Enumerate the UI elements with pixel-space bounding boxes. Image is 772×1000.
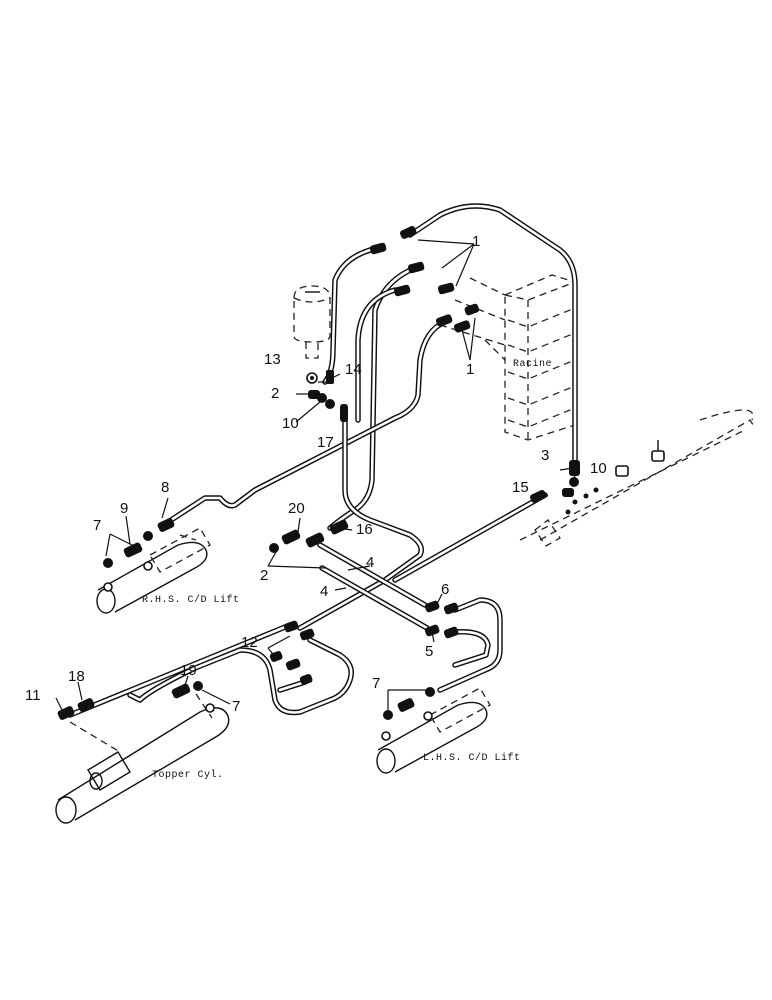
callout-10-right: 10 bbox=[590, 460, 607, 477]
component-labels: Racine R.H.S. C/D Lift L.H.S. C/D Lift T… bbox=[142, 358, 552, 781]
callout-13: 13 bbox=[264, 351, 281, 368]
hose-lines bbox=[67, 203, 578, 718]
rhs-lift-label: R.H.S. C/D Lift bbox=[142, 594, 240, 606]
racine-label: Racine bbox=[513, 358, 552, 370]
callout-11: 11 bbox=[25, 687, 41, 704]
callout-19: 19 bbox=[180, 662, 197, 679]
callout-2-upper: 2 bbox=[271, 385, 279, 402]
callout-8: 8 bbox=[161, 479, 169, 496]
callout-12: 12 bbox=[241, 634, 258, 651]
leader-lines bbox=[55, 239, 576, 711]
callout-2-lower: 2 bbox=[260, 567, 268, 584]
callout-7-topper: 7 bbox=[232, 698, 240, 715]
axle-shaft bbox=[519, 409, 756, 547]
callout-20: 20 bbox=[288, 500, 305, 517]
callout-17: 17 bbox=[317, 434, 334, 451]
hose-fittings bbox=[57, 225, 665, 720]
racine-valve-block bbox=[439, 274, 576, 441]
topper-cylinder bbox=[55, 693, 230, 824]
callout-5: 5 bbox=[425, 643, 433, 660]
lhs-lift-label: L.H.S. C/D Lift bbox=[423, 752, 521, 764]
callout-7-lhs: 7 bbox=[372, 675, 380, 692]
callout-3: 3 bbox=[541, 447, 549, 464]
callout-16: 16 bbox=[356, 521, 373, 538]
reservoir-filter bbox=[293, 285, 331, 359]
callout-9: 9 bbox=[120, 500, 128, 517]
callout-4-right: 4 bbox=[366, 554, 374, 571]
part-callouts: 1 1 13 14 2 10 17 3 10 15 8 9 7 20 16 2 … bbox=[25, 233, 607, 715]
lhs-lift-cylinder bbox=[376, 687, 491, 774]
callout-6: 6 bbox=[441, 581, 449, 598]
callout-1-top: 1 bbox=[472, 233, 480, 250]
callout-10-left: 10 bbox=[282, 415, 299, 432]
callout-1-bottom: 1 bbox=[466, 361, 474, 378]
rhs-lift-cylinder bbox=[96, 527, 211, 614]
callout-14: 14 bbox=[345, 361, 362, 378]
callout-7-rhs: 7 bbox=[93, 517, 101, 534]
topper-cyl-label: Topper Cyl. bbox=[152, 769, 224, 781]
callout-18: 18 bbox=[68, 668, 85, 685]
callout-4-left: 4 bbox=[320, 583, 328, 600]
callout-15: 15 bbox=[512, 479, 529, 496]
